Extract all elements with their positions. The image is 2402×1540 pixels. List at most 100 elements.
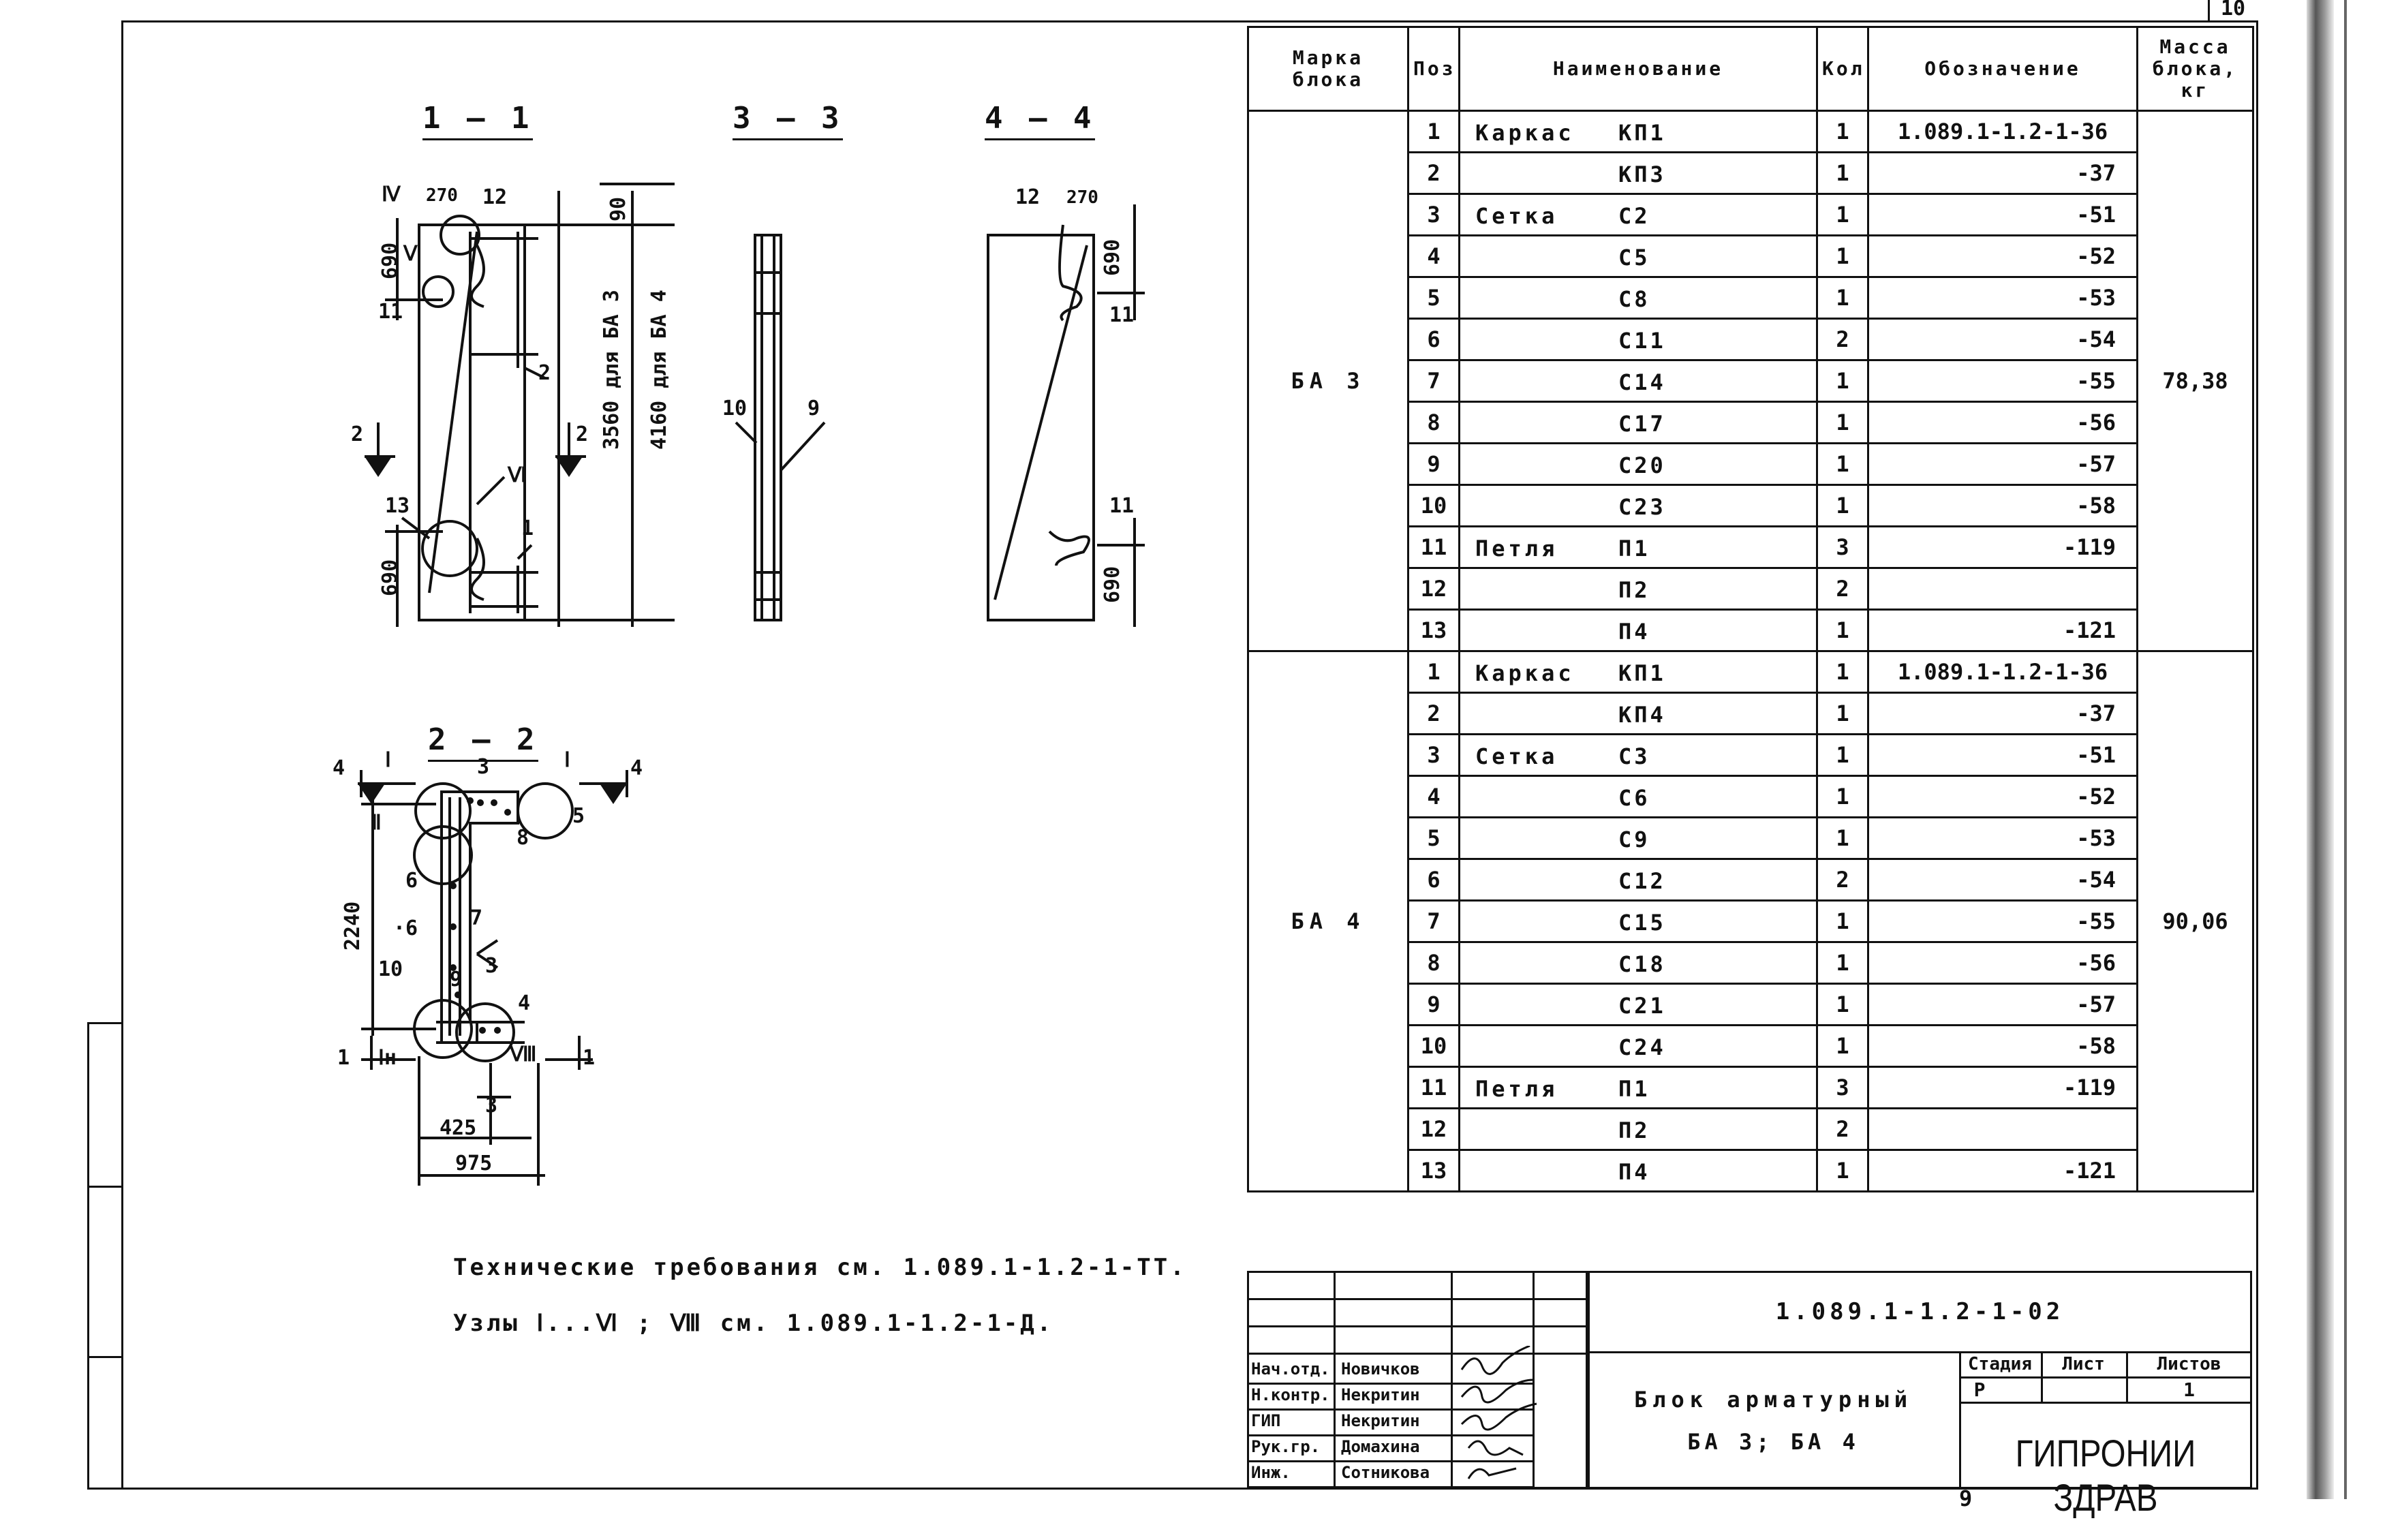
tb-row-line — [1247, 1298, 1588, 1300]
pos-cell: 6 — [1407, 858, 1460, 902]
pos-cell: 4 — [1407, 775, 1460, 818]
designation-cell — [1867, 567, 2138, 611]
designation-cell: -52 — [1867, 234, 2138, 278]
designation-cell: -55 — [1867, 899, 2138, 943]
label-4-4-11-top: 11 — [1109, 303, 1135, 327]
item-name: С8 — [1618, 286, 1650, 312]
name-cell: С11 — [1458, 318, 1818, 361]
section-title-4-4: 4 — 4 — [985, 101, 1095, 140]
note-technical-requirements: Технические требования см. 1.089.1-1.2-1… — [453, 1254, 1187, 1281]
label-2-2-5: 5 — [572, 804, 585, 828]
name-cell: С23 — [1458, 484, 1818, 527]
sheets-header: Листов — [2157, 1354, 2221, 1374]
label-2-2-3c: 3 — [485, 1094, 498, 1118]
block-mass: 78,38 — [2136, 110, 2254, 652]
tb-row-line — [1247, 1383, 1535, 1385]
pos-cell: 1 — [1407, 110, 1460, 153]
label-270: 270 — [426, 185, 458, 206]
name-cell: КП4 — [1458, 692, 1818, 735]
pos-cell: 11 — [1407, 1066, 1460, 1109]
node-viii-circle — [455, 1002, 515, 1062]
label-975: 975 — [455, 1152, 493, 1175]
name-cell: С14 — [1458, 359, 1818, 403]
label-2-2-4: 4 — [518, 991, 531, 1015]
table-header-row: Марка блока Поз. Наименование Кол. Обозн… — [1247, 26, 2254, 112]
label-cut-4-right: 4 — [630, 756, 643, 780]
qty-cell: 1 — [1816, 899, 1869, 943]
label-2-2-6: 6 — [405, 869, 418, 893]
label-9: 9 — [807, 397, 820, 420]
item-group: Каркас — [1475, 660, 1575, 686]
item-name: П1 — [1618, 536, 1650, 561]
label-4-4-690-bottom: 690 — [1100, 566, 1124, 603]
sheet-number: 10 — [2220, 0, 2246, 20]
label-node-viii: Ⅷ — [510, 1043, 537, 1066]
label-4-4-690-top: 690 — [1100, 238, 1124, 276]
label-pos-2: 2 — [538, 361, 551, 385]
pos-cell: 10 — [1407, 1024, 1460, 1068]
section-1-1-outline — [418, 224, 526, 621]
binding-line — [87, 1356, 121, 1358]
qty-cell: 1 — [1816, 983, 1869, 1026]
item-group: Сетка — [1475, 203, 1558, 229]
pos-cell: 12 — [1407, 1107, 1460, 1151]
role-person: Сотникова — [1341, 1463, 1430, 1482]
header-pos: Поз. — [1407, 26, 1460, 112]
pos-cell: 5 — [1407, 276, 1460, 320]
designation-cell: 1.089.1-1.2-1-36 — [1867, 650, 2138, 694]
tb-stage-row2 — [1959, 1402, 2252, 1404]
sheet-frame — [121, 20, 2258, 1490]
node-ii-circle — [413, 825, 473, 885]
name-cell: С5 — [1458, 234, 1818, 278]
name-cell: С15 — [1458, 899, 1818, 943]
name-cell: С12 — [1458, 858, 1818, 902]
label-690-bottom: 690 — [378, 559, 402, 596]
qty-cell: 2 — [1816, 567, 1869, 611]
header-mark: Марка блока — [1247, 26, 1409, 112]
role-person: Новичков — [1341, 1359, 1420, 1379]
qty-cell: 3 — [1816, 525, 1869, 569]
pos-cell: 13 — [1407, 609, 1460, 652]
section-drawings — [358, 183, 1145, 1186]
qty-cell: 1 — [1816, 1149, 1869, 1192]
qty-cell: 1 — [1816, 359, 1869, 403]
label-cut-2-right: 2 — [576, 422, 589, 446]
pos-cell: 1 — [1407, 650, 1460, 694]
label-node-i-right: Ⅰ — [564, 748, 570, 772]
pos-cell: 6 — [1407, 318, 1460, 361]
qty-cell: 1 — [1816, 816, 1869, 860]
label-node-v: Ⅴ — [403, 242, 418, 266]
item-name: С6 — [1618, 785, 1650, 811]
qty-cell: 1 — [1816, 193, 1869, 236]
name-cell: С24 — [1458, 1024, 1818, 1068]
pos-cell: 7 — [1407, 359, 1460, 403]
organization-name: ГИПРОНИИ ЗДРАВ — [2015, 1432, 2196, 1519]
qty-cell: 1 — [1816, 110, 1869, 153]
section-4-4-outline — [987, 234, 1095, 621]
role-person: Домахина — [1341, 1437, 1420, 1456]
designation-cell: -57 — [1867, 442, 2138, 486]
pos-cell: 13 — [1407, 1149, 1460, 1192]
role-label: Н.контр. — [1251, 1385, 1330, 1404]
item-name: С14 — [1618, 369, 1666, 395]
name-cell: С8 — [1458, 276, 1818, 320]
designation-cell: -56 — [1867, 941, 2138, 985]
name-cell: С20 — [1458, 442, 1818, 486]
pos-cell: 4 — [1407, 234, 1460, 278]
tb-stage-sep2 — [2126, 1351, 2128, 1402]
designation-cell: -53 — [1867, 816, 2138, 860]
